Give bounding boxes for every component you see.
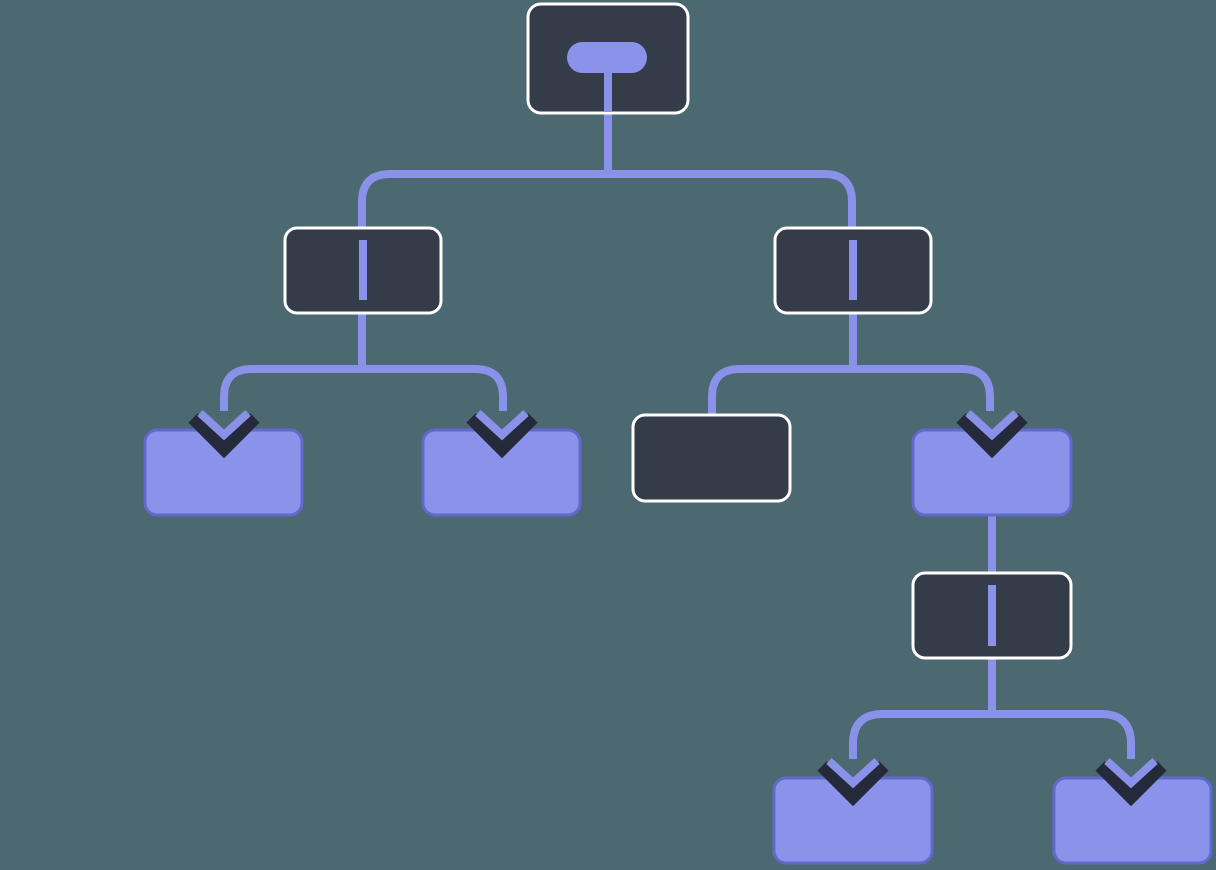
branch-left-bar-glyph [359,240,367,300]
branch-right-bar-glyph [849,240,857,300]
arrow-down-icon [1095,758,1167,807]
arrow-purple-chevron [1104,758,1158,789]
arrow-purple-chevron [826,758,880,789]
arrowheads [188,410,1167,807]
arrow-purple-chevron [475,410,529,441]
edge-rail-bottom-leaves [849,710,1135,759]
arrow-dark-chevron [1095,761,1167,807]
arrow-down-icon [466,410,538,459]
arrow-purple-chevron [197,410,251,441]
diagram-nodes [143,2,1213,865]
root-pill-stem-glyph [604,70,612,111]
arrow-dark-chevron [188,413,260,459]
root-pill-glyph [567,42,647,73]
connector-edges [220,110,1135,759]
arrow-down-icon [188,410,260,459]
edge-rail-right-children [708,365,994,417]
arrow-dark-chevron [466,413,538,459]
arrow-down-icon [817,758,889,807]
node-right-dark [631,413,792,503]
edge-rail-left-leaves [220,365,507,411]
arrow-purple-chevron [965,410,1019,441]
edge-rail-level2 [358,170,856,232]
arrow-down-icon [956,410,1028,459]
branch-bottom-bar-glyph [988,585,996,646]
arrow-dark-chevron [956,413,1028,459]
arrow-dark-chevron [817,761,889,807]
